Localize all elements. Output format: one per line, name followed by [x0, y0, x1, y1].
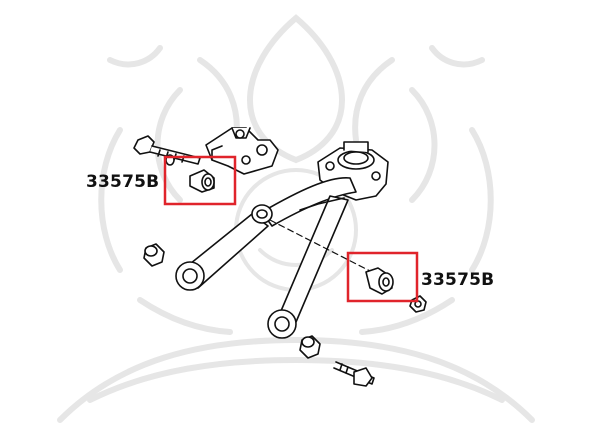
highlight-box-left — [163, 155, 237, 206]
bushing-bottom — [299, 335, 321, 359]
callout-label-left: 33575B — [86, 172, 160, 192]
thai-ornament-watermark-icon — [57, 14, 535, 423]
bushing-left — [143, 243, 165, 267]
upper-bracket — [205, 127, 279, 175]
callout-label-right: 33575B — [421, 270, 495, 290]
bolt-bottom — [333, 361, 375, 387]
bolt-upper-left — [133, 135, 201, 165]
highlight-box-right — [346, 251, 419, 303]
bushing-33575b-right — [365, 267, 394, 295]
bushing-33575b-left — [189, 169, 215, 193]
assembly-centerline — [269, 219, 373, 273]
suspension-arm — [175, 177, 357, 339]
